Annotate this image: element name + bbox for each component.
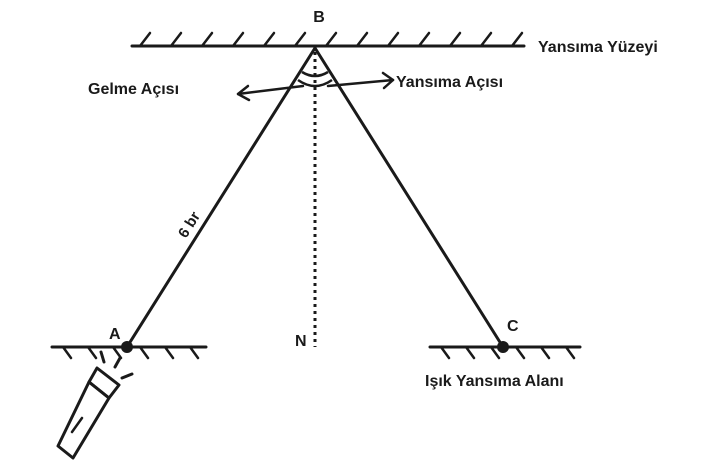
incidence-angle-label: Gelme Açısı: [88, 81, 179, 98]
flashlight-icon: [56, 350, 134, 460]
point-c-label: C: [507, 318, 519, 335]
reflected-ray: [313, 46, 505, 349]
point-b-label: B: [313, 9, 325, 26]
surface-label: Yansıma Yüzeyi: [538, 39, 658, 56]
angle-arcs: [297, 70, 333, 88]
reflection-angle-arrow: [326, 71, 395, 90]
distance-label: 6 br: [175, 209, 204, 241]
point-a-dot: [121, 341, 133, 353]
surface-hatching: [138, 31, 524, 48]
reflection-angle-label: Yansıma Açısı: [396, 74, 503, 91]
normal-label: N: [295, 333, 307, 350]
light-area-label: Işık Yansıma Alanı: [425, 373, 564, 390]
point-a-label: A: [109, 326, 121, 343]
incidence-angle-arrow: [236, 84, 305, 102]
point-c-dot: [497, 341, 509, 353]
incident-ray: [125, 46, 317, 349]
reflection-surface: [130, 31, 526, 48]
